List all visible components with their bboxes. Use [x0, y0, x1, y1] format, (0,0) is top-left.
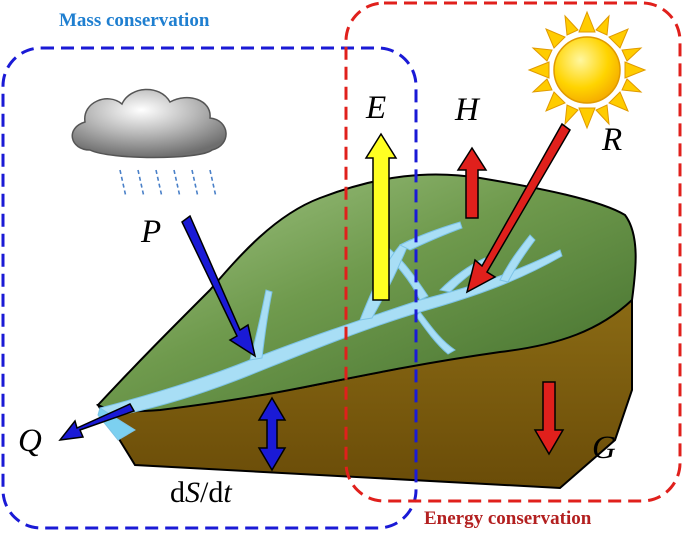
sun-icon [527, 10, 647, 130]
sensible-heat-arrow [456, 146, 488, 219]
energy-conservation-title: Energy conservation [424, 508, 592, 529]
label-dsdt: dS/dt [170, 476, 232, 509]
evapotranspiration-arrow [364, 132, 398, 301]
label-Q: Q [18, 423, 42, 459]
runoff-arrow [58, 403, 136, 441]
label-P: P [141, 214, 162, 250]
precipitation-arrow [181, 214, 257, 358]
label-G: G [592, 430, 616, 466]
rain-icon [119, 169, 217, 198]
radiation-arrow [465, 122, 571, 294]
energy-conservation-boundary [344, 1, 682, 503]
cloud-icon [71, 88, 227, 159]
mass-conservation-title: Mass conservation [59, 10, 210, 31]
ground-heat-arrow [533, 381, 565, 456]
storage-change-arrow [257, 396, 287, 472]
label-R: R [602, 122, 623, 158]
mass-conservation-boundary [1, 46, 418, 530]
label-E: E [366, 90, 387, 126]
label-H: H [455, 92, 479, 128]
